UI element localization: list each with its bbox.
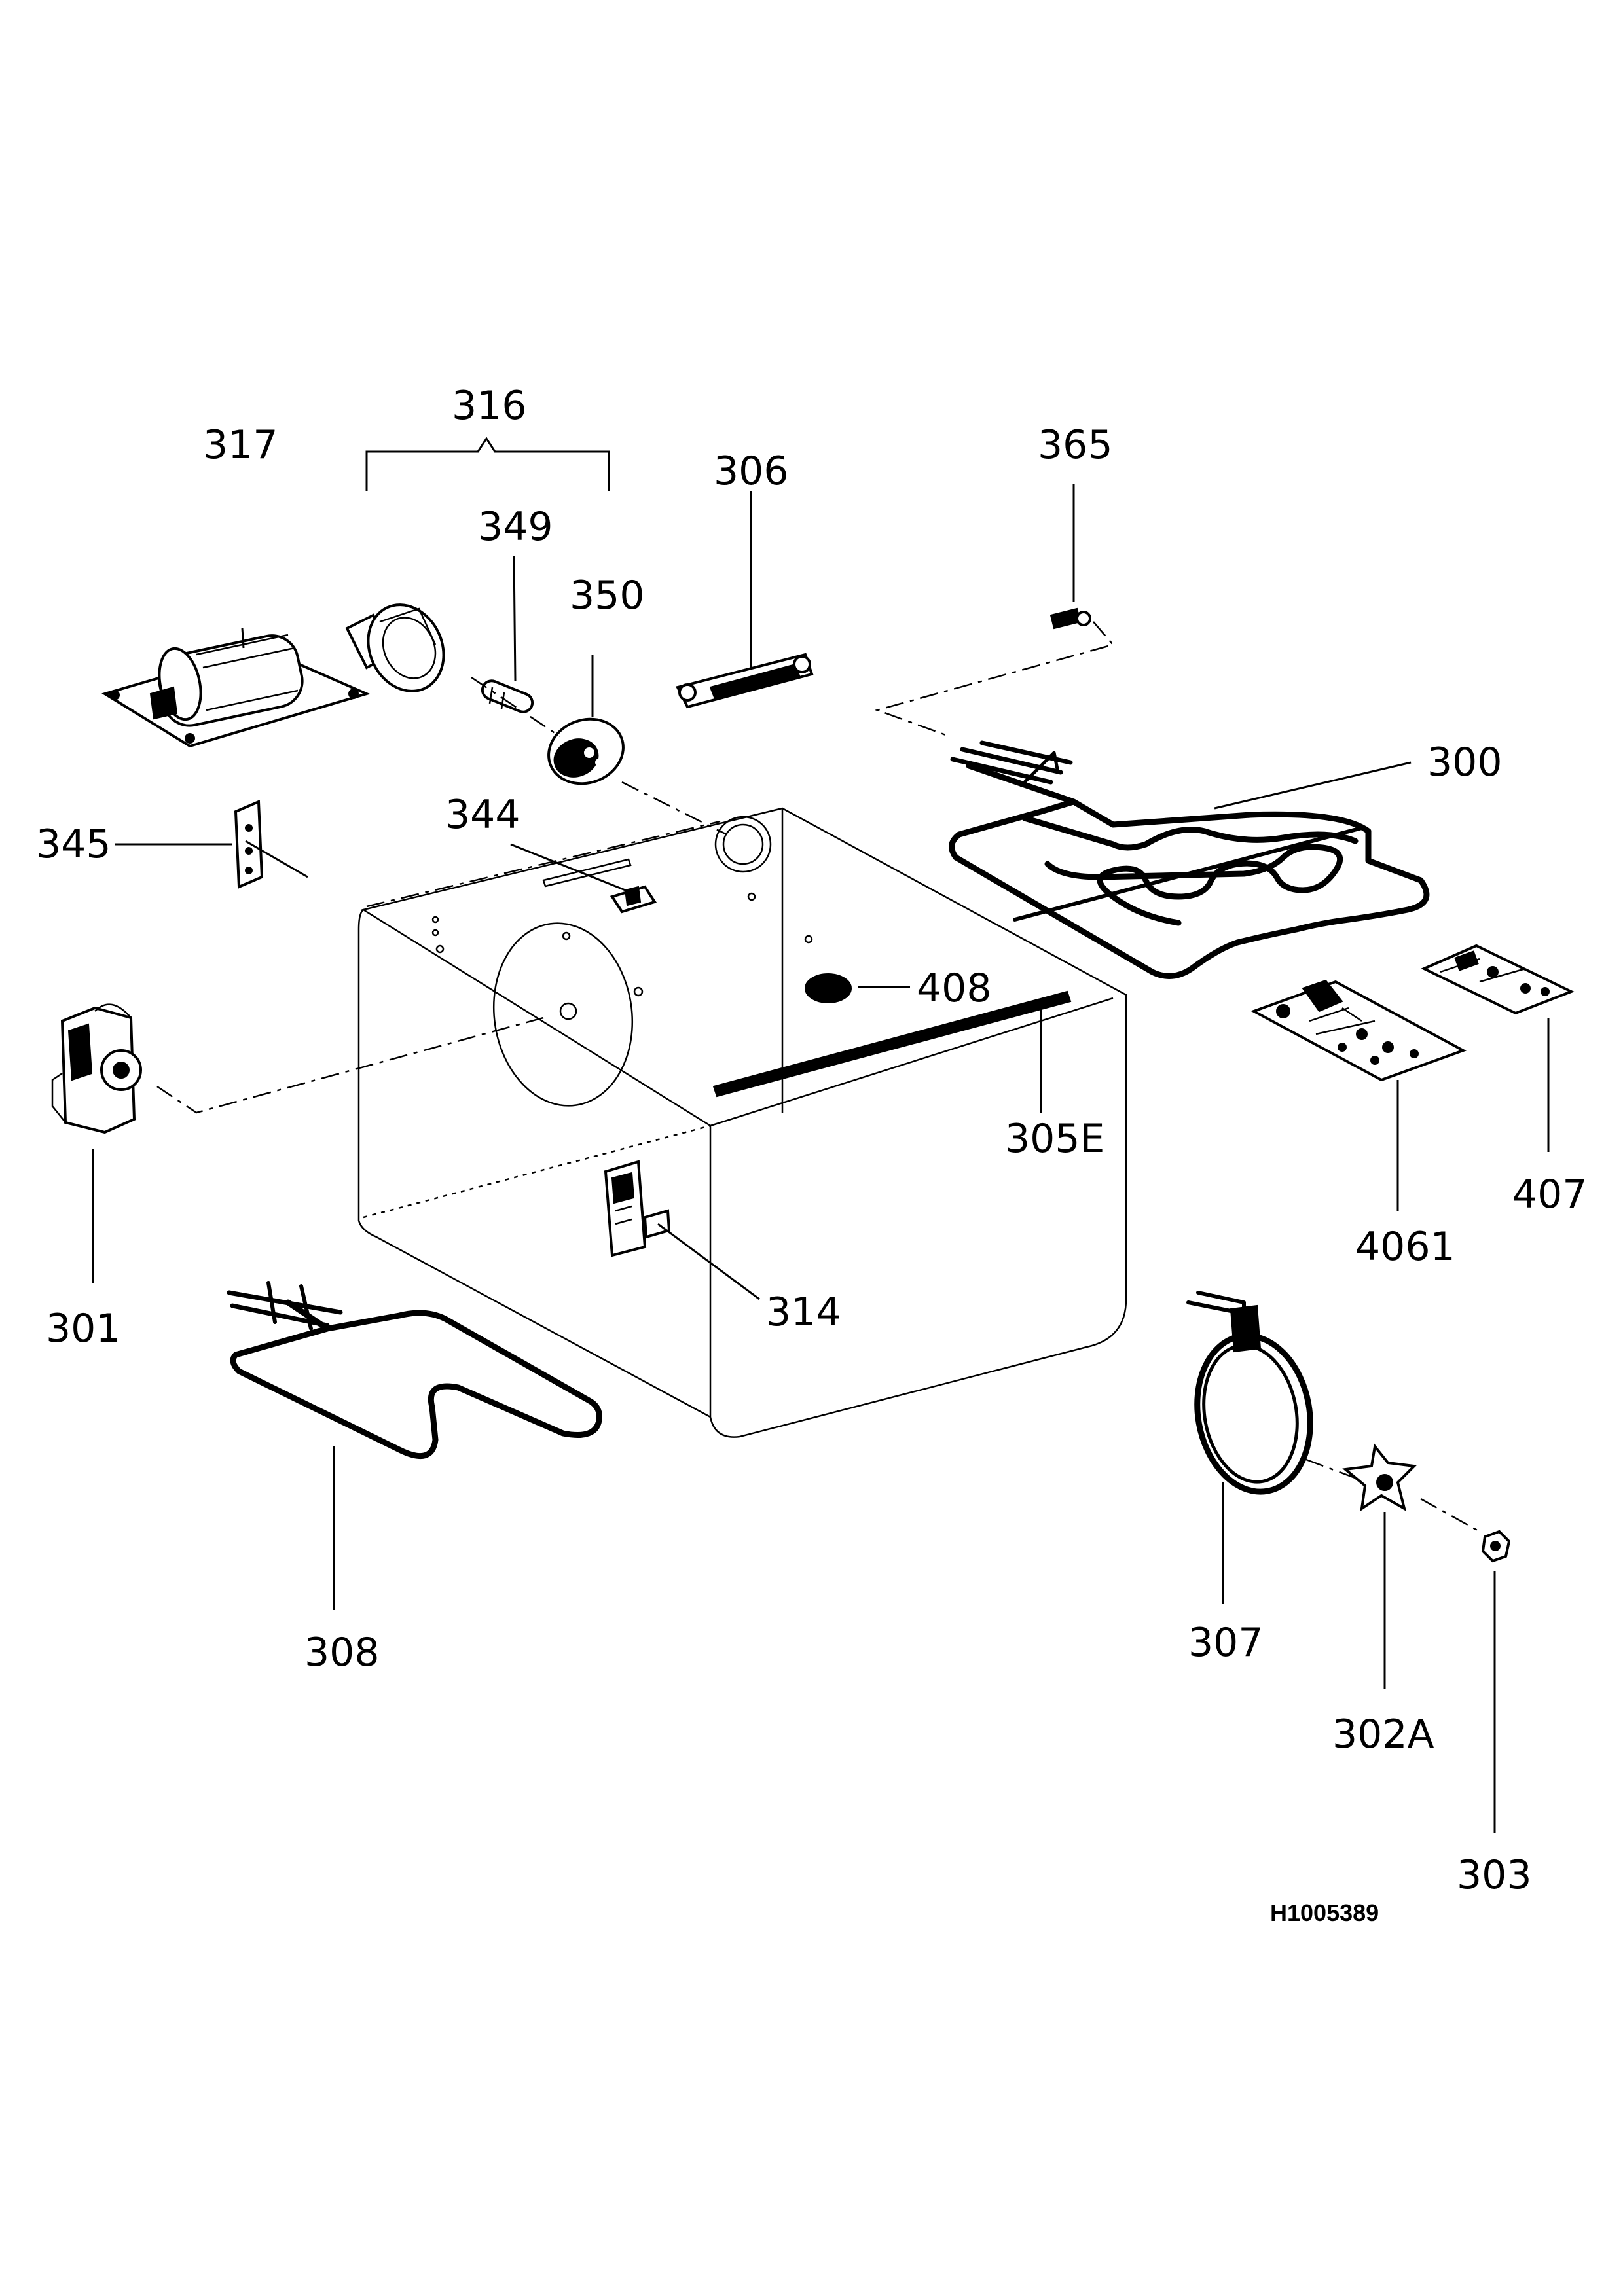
lamp-holder-350 — [547, 655, 625, 785]
lamp-glass-cover — [345, 603, 445, 692]
ring-element-307 — [1186, 1291, 1313, 1604]
motor-301 — [51, 1003, 142, 1283]
label-303: 303 — [1457, 1852, 1532, 1898]
label-301: 301 — [46, 1306, 121, 1352]
thermostat-314 — [604, 1160, 760, 1300]
connector-365 — [1049, 484, 1091, 630]
label-350: 350 — [570, 573, 645, 619]
nut-303 — [1481, 1530, 1511, 1833]
label-4061: 4061 — [1355, 1224, 1455, 1270]
lamp-assembly-bracket — [365, 437, 610, 491]
label-408: 408 — [917, 965, 992, 1011]
label-344: 344 — [445, 792, 520, 838]
label-345: 345 — [36, 821, 111, 867]
fan-motor-317 — [101, 628, 371, 748]
oven-cavity — [357, 807, 1127, 1438]
label-317: 317 — [203, 422, 278, 468]
document-code: H1005389 — [1270, 1899, 1379, 1926]
label-306: 306 — [714, 448, 789, 494]
bottom-element-308 — [227, 1281, 602, 1610]
label-316: 316 — [452, 383, 527, 429]
label-305e: 305E — [1005, 1116, 1104, 1162]
control-board-407 — [1421, 944, 1575, 1152]
fan-blade-302a — [1342, 1443, 1417, 1689]
terminal-block-306 — [676, 491, 814, 709]
grill-element-300 — [949, 740, 1430, 979]
label-407: 407 — [1512, 1172, 1588, 1217]
bracket-345 — [115, 800, 308, 889]
label-302a: 302A — [1332, 1712, 1434, 1757]
seal-strip-305e — [712, 990, 1072, 1113]
label-314: 314 — [766, 1289, 841, 1335]
label-308: 308 — [304, 1630, 380, 1676]
plug-408 — [805, 973, 910, 1003]
label-349: 349 — [478, 504, 553, 550]
control-board-4061 — [1250, 979, 1467, 1211]
clip-344 — [510, 843, 657, 914]
label-307: 307 — [1188, 1620, 1264, 1666]
label-365: 365 — [1038, 422, 1113, 468]
label-300: 300 — [1427, 740, 1503, 785]
lamp-bulb-349 — [481, 556, 534, 713]
